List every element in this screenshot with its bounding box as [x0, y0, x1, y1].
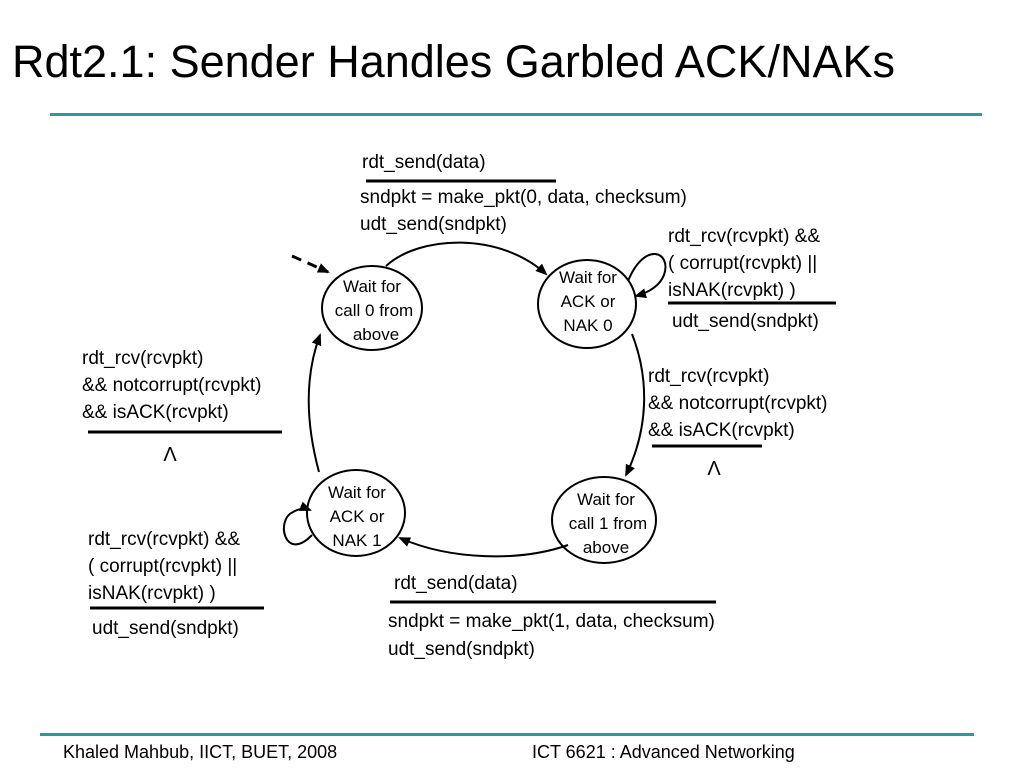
transition-event: isNAK(rcvpkt) )	[88, 583, 216, 604]
state-label-line: Wait for	[559, 268, 617, 287]
transition-send-1: rdt_send(data) sndpkt = make_pkt(1, data…	[388, 573, 716, 660]
state-label-line: NAK 1	[332, 531, 381, 550]
transition-send-0: rdt_send(data) sndpkt = make_pkt(0, data…	[360, 152, 687, 235]
footer-author: Khaled Mahbub, IICT, BUET, 2008	[63, 742, 338, 762]
arrow-call0-to-ack0	[385, 241, 548, 276]
transition-event: ( corrupt(rcvpkt) ||	[668, 253, 817, 274]
transition-action: udt_send(sndpkt)	[672, 311, 819, 332]
transition-action: sndpkt = make_pkt(1, data, checksum)	[388, 611, 715, 632]
transition-ack-1-ok: rdt_rcv(rcvpkt) && notcorrupt(rcvpkt) &&…	[82, 348, 282, 466]
state-label-line: ACK or	[561, 292, 616, 311]
state-label-line: call 1 from	[569, 514, 647, 533]
transition-event: isNAK(rcvpkt) )	[668, 280, 796, 301]
transition-action: udt_send(sndpkt)	[360, 214, 507, 235]
footer-divider	[40, 733, 974, 736]
transition-event: rdt_rcv(rcvpkt) &&	[88, 529, 240, 550]
state-label-line: Wait for	[343, 277, 401, 296]
initial-state-arrow	[291, 254, 330, 274]
state-label-line: call 0 from	[335, 301, 413, 320]
transition-event: rdt_rcv(rcvpkt)	[82, 348, 203, 369]
transition-event: && notcorrupt(rcvpkt)	[648, 393, 828, 414]
footer-course: ICT 6621 : Advanced Networking	[532, 742, 795, 762]
arrow-ack0-self-loop	[627, 253, 667, 299]
state-label-line: Wait for	[328, 483, 386, 502]
arrow-call1-to-ack1	[398, 537, 569, 558]
transition-event: rdt_rcv(rcvpkt) &&	[668, 226, 820, 247]
transition-event: ( corrupt(rcvpkt) ||	[88, 556, 237, 577]
transition-resend-0: rdt_rcv(rcvpkt) && ( corrupt(rcvpkt) || …	[668, 226, 836, 332]
transition-event: rdt_rcv(rcvpkt)	[648, 366, 769, 387]
transition-action: sndpkt = make_pkt(0, data, checksum)	[360, 187, 687, 208]
arrow-ack1-self-loop	[282, 501, 313, 546]
state-wait-call-1: Wait for call 1 from above	[551, 476, 657, 564]
state-wait-ack-0: Wait for ACK or NAK 0	[537, 259, 637, 349]
arrow-ack1-to-call0	[307, 333, 322, 473]
title-divider	[50, 113, 982, 116]
transition-event: rdt_send(data)	[394, 573, 518, 594]
transition-event: && notcorrupt(rcvpkt)	[82, 375, 262, 396]
state-wait-call-0: Wait for call 0 from above	[321, 265, 423, 351]
state-label-line: NAK 0	[563, 316, 612, 335]
state-label-line: above	[583, 538, 629, 557]
arrow-ack0-to-call1	[625, 333, 646, 477]
transition-action: udt_send(sndpkt)	[388, 639, 535, 660]
transition-event: && isACK(rcvpkt)	[82, 402, 229, 423]
transition-event: rdt_send(data)	[362, 152, 486, 173]
transition-resend-1: rdt_rcv(rcvpkt) && ( corrupt(rcvpkt) || …	[88, 529, 264, 639]
transition-action: udt_send(sndpkt)	[92, 618, 239, 639]
transition-event: && isACK(rcvpkt)	[648, 420, 795, 441]
transition-ack-0-ok: rdt_rcv(rcvpkt) && notcorrupt(rcvpkt) &&…	[648, 366, 828, 480]
state-wait-ack-1: Wait for ACK or NAK 1	[306, 469, 406, 557]
transition-action-lambda: Λ	[163, 444, 177, 466]
state-label-line: ACK or	[330, 507, 385, 526]
slide-title: Rdt2.1: Sender Handles Garbled ACK/NAKs	[12, 36, 895, 87]
transition-action-lambda: Λ	[707, 458, 721, 480]
state-label-line: Wait for	[577, 490, 635, 509]
state-label-line: above	[353, 325, 399, 344]
